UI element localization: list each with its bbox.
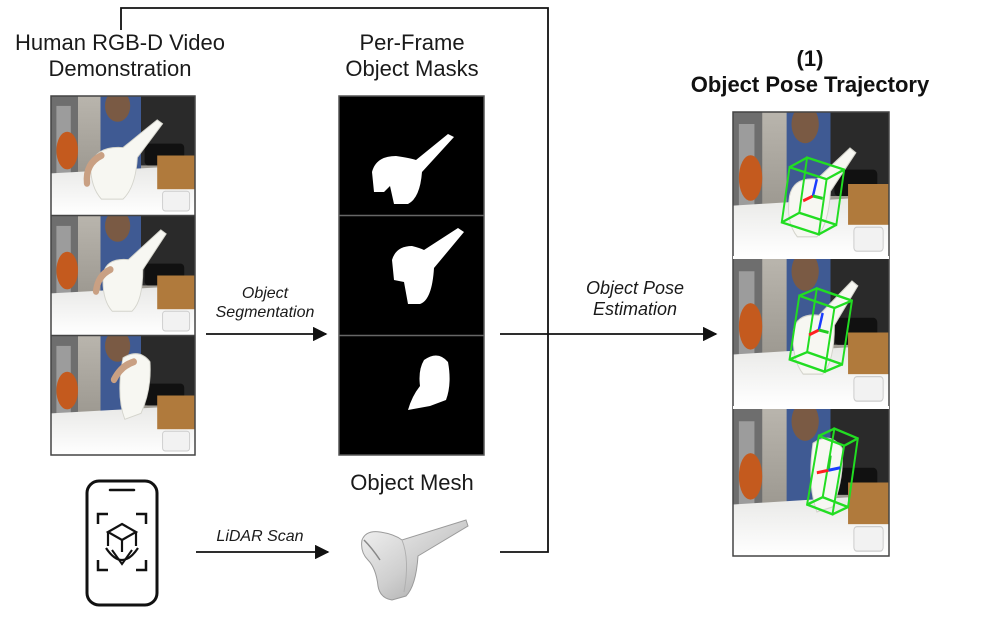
pose-label-line1: Object Pose <box>585 278 685 298</box>
lidar-label-text: LiDAR Scan <box>216 528 304 545</box>
pose-frames <box>732 111 890 557</box>
masks-title-line2: Object Masks <box>345 55 479 81</box>
mask-shape-3 <box>408 355 450 410</box>
segmentation-label-line1: Object <box>241 285 289 302</box>
mesh-title: Object Mesh <box>322 470 502 496</box>
arrows <box>120 7 718 560</box>
pose-frame-2 <box>733 259 889 406</box>
smartphone-lidar-icon <box>85 479 159 607</box>
video-frame-1 <box>51 96 195 215</box>
mask-frame-3 <box>339 336 484 455</box>
segmentation-label-line2: Segmentation <box>215 303 315 321</box>
mask-shape-2 <box>392 228 464 304</box>
video-to-pose-connector <box>120 7 549 553</box>
video-title: Human RGB-D Video Demonstration <box>0 30 240 82</box>
masks-title: Per-Frame Object Masks <box>322 30 502 82</box>
video-frame-2 <box>51 216 195 335</box>
output-title-line2: Object Pose Trajectory <box>690 71 930 97</box>
video-frame-3 <box>51 336 195 455</box>
video-title-line1: Human RGB-D Video <box>15 30 225 55</box>
masks-title-line1: Per-Frame <box>359 30 465 55</box>
video-title-line2: Demonstration <box>48 55 192 81</box>
video-frames <box>50 95 196 456</box>
output-title: (1) Object Pose Trajectory <box>660 46 960 98</box>
pose-frame-1 <box>733 112 889 256</box>
output-title-line1: (1) <box>796 46 824 71</box>
pose-frame-3 <box>733 409 889 556</box>
mask-frames <box>338 95 485 456</box>
watering-can-mesh <box>361 519 469 601</box>
segmentation-arrow-label: Object Segmentation <box>200 285 330 323</box>
pose-arrow-label: Object Pose Estimation <box>555 278 715 320</box>
mesh-title-text: Object Mesh <box>350 470 474 495</box>
mask-shape-1 <box>372 134 454 204</box>
lidar-arrow-label: LiDAR Scan <box>195 528 325 547</box>
pose-label-line2: Estimation <box>592 299 678 320</box>
